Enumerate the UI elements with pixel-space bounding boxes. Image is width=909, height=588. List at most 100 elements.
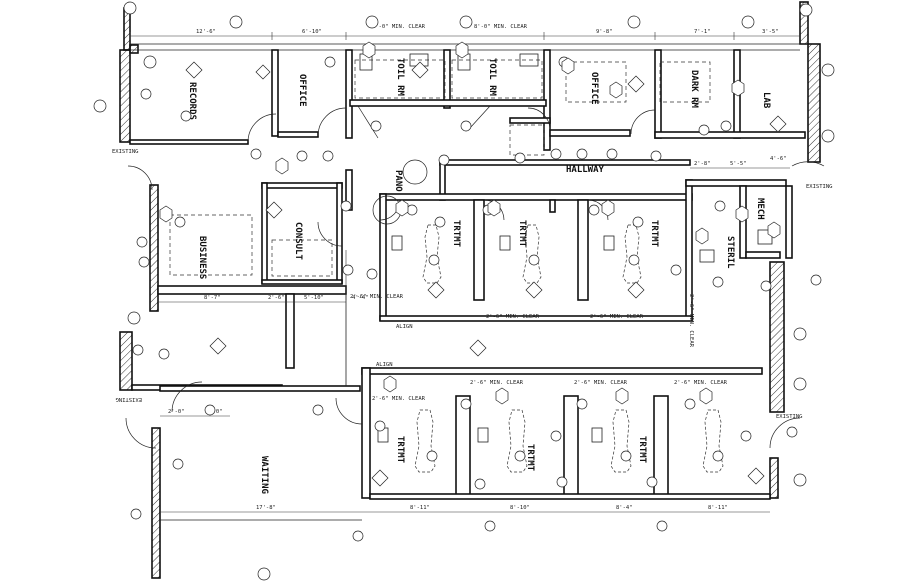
- dim-hall-2: 5'-5": [730, 161, 747, 167]
- room-waiting: WAITING: [259, 456, 269, 494]
- tag-circle-icon: [606, 148, 618, 160]
- room-trtmt-lower-1: TRTMT: [395, 436, 405, 464]
- label-min-clear-2: 2'-6" MIN. CLEAR: [486, 314, 540, 320]
- tag-circle-icon: [760, 280, 772, 292]
- tag-hexagon-icon: [615, 387, 629, 405]
- tag-circle-icon: [438, 154, 450, 166]
- treatment-chairs: [414, 224, 724, 473]
- tag-diamond-icon: [411, 61, 429, 79]
- room-trtmt-upper-1: TRTMT: [451, 220, 461, 248]
- room-toil-rm-2: TOIL RM: [487, 58, 497, 97]
- tag-circle-icon: [459, 15, 473, 29]
- tag-circle-icon: [374, 420, 386, 432]
- tag-circle-icon: [340, 200, 352, 212]
- tag-circle-icon: [204, 404, 216, 416]
- tag-hexagon-icon: [362, 41, 376, 59]
- dim-bottom-5: 8'-11": [708, 505, 728, 511]
- tag-hexagon-icon: [487, 199, 501, 217]
- room-trtmt-lower-3: TRTMT: [637, 436, 647, 464]
- notes: EXISTING EXISTING EXISTING EXISTING 8'-0…: [112, 24, 833, 420]
- label-align-2: ALIGN: [376, 362, 393, 368]
- dim-top-5: 3'-5": [762, 29, 779, 35]
- room-lab: LAB: [761, 92, 771, 109]
- dimension-text: 12'-6" 6'-10" 9'-8" 7'-1" 3'-5" 8'-7" 2'…: [168, 29, 787, 511]
- tag-circle-icon: [229, 15, 243, 29]
- tag-circle-icon: [656, 520, 668, 532]
- tag-circle-icon: [793, 473, 807, 487]
- dim-hall-1: 2'-8": [694, 161, 711, 167]
- tag-diamond-icon: [769, 115, 787, 133]
- label-min-clear-4: 2'-6" MIN. CLEAR: [688, 294, 694, 348]
- tag-circle-icon: [740, 430, 752, 442]
- room-consult: CONSULT: [293, 222, 303, 261]
- dim-mid-1: 8'-7": [204, 295, 221, 301]
- label-min-clear-top-2: 8'-0" MIN. CLEAR: [474, 24, 528, 30]
- tag-hexagon-icon: [735, 205, 749, 223]
- dim-mid-2: 2'-6": [268, 295, 285, 301]
- tag-circle-icon: [180, 110, 192, 122]
- label-min-clear-7: 2'-6" MIN. CLEAR: [574, 380, 628, 386]
- tag-circle-icon: [714, 200, 726, 212]
- tag-hexagon-icon: [609, 81, 623, 99]
- room-office-left: OFFICE: [297, 74, 307, 107]
- room-hallway: HALLWAY: [566, 165, 605, 175]
- tag-circle-icon: [620, 450, 632, 462]
- tag-circle-icon: [576, 398, 588, 410]
- tag-circle-icon: [342, 264, 354, 276]
- tag-circle-icon: [646, 476, 658, 488]
- tag-hexagon-icon: [275, 157, 289, 175]
- tag-circle-icon: [324, 56, 336, 68]
- dim-top-4: 7'-1": [694, 29, 711, 35]
- tag-circle-icon: [793, 327, 807, 341]
- tag-hexagon-icon: [395, 199, 409, 217]
- tag-circle-icon: [698, 124, 710, 136]
- tag-circle-icon: [528, 254, 540, 266]
- tag-circle-icon: [650, 150, 662, 162]
- tag-circle-icon: [366, 268, 378, 280]
- tag-diamond-icon: [627, 281, 645, 299]
- tag-circle-icon: [132, 344, 144, 356]
- tag-circle-icon: [793, 377, 807, 391]
- room-trtmt-upper-2: TRTMT: [517, 220, 527, 248]
- tag-circle-icon: [250, 148, 262, 160]
- tag-circle-icon: [821, 63, 835, 77]
- tag-circle-icon: [484, 520, 496, 532]
- room-pano: PANO: [393, 170, 403, 192]
- tag-circle-icon: [365, 15, 379, 29]
- fixtures: [169, 53, 773, 443]
- tag-diamond-icon: [255, 64, 271, 80]
- tag-diamond-icon: [265, 201, 283, 219]
- dim-mid-4: 4'-4": [352, 295, 369, 301]
- tag-diamond-icon: [209, 337, 227, 355]
- tag-diamond-icon: [427, 281, 445, 299]
- interior-walls: [129, 49, 806, 521]
- tag-circle-icon: [821, 129, 835, 143]
- tag-circle-icon: [712, 450, 724, 462]
- tag-hexagon-icon: [159, 205, 173, 223]
- tag-circle-icon: [174, 216, 186, 228]
- dim-top-2: 6'-10": [302, 29, 322, 35]
- tag-hexagon-icon: [699, 387, 713, 405]
- tag-circle-icon: [130, 508, 142, 520]
- tag-circle-icon: [628, 254, 640, 266]
- label-existing-right-top: EXISTING: [806, 184, 833, 190]
- dim-entry-1: 2'-0": [168, 409, 185, 415]
- dim-bottom-3: 8'-10": [510, 505, 530, 511]
- dim-top-1: 12'-6": [196, 29, 216, 35]
- label-align-1: ALIGN: [396, 324, 413, 330]
- dim-mid-3: 5'-10": [304, 295, 324, 301]
- tag-circle-icon: [576, 148, 588, 160]
- tag-hexagon-icon: [695, 227, 709, 245]
- tag-hexagon-icon: [731, 79, 745, 97]
- room-office-right: OFFICE: [589, 72, 599, 105]
- tag-circle-icon: [588, 204, 600, 216]
- tag-circle-icon: [312, 404, 324, 416]
- tag-circle-icon: [140, 88, 152, 100]
- tag-circle-icon: [627, 15, 641, 29]
- tag-circle-icon: [352, 530, 364, 542]
- room-mech: MECH: [755, 198, 765, 220]
- dim-hall-3: 4'-6": [770, 156, 787, 162]
- tag-circle-icon: [799, 3, 813, 17]
- tag-diamond-icon: [525, 281, 543, 299]
- tag-circle-icon: [474, 478, 486, 490]
